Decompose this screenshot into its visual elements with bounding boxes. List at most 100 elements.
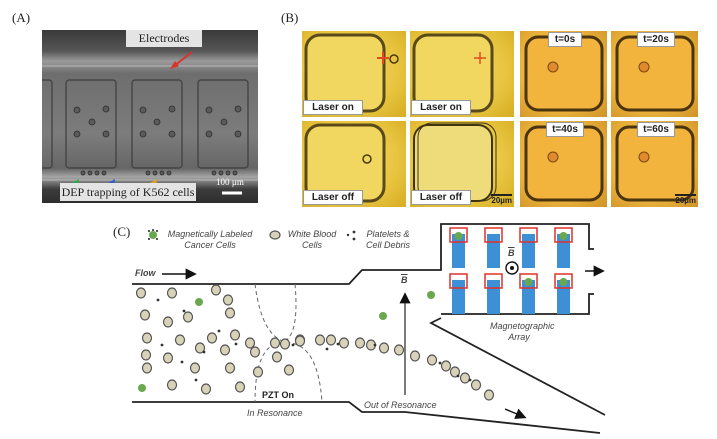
platelet [202,350,206,354]
b-field-label: B [401,275,408,285]
white-blood-cell [294,335,306,347]
white-blood-cell [252,366,264,378]
white-blood-cell [325,334,337,346]
flow-label: Flow [135,268,156,278]
white-blood-cell [269,337,281,349]
trap-site [449,227,468,243]
cancer-cell [138,384,146,392]
platelet [325,347,329,351]
waste-outlet-arrow [504,408,527,419]
panel-b-label: (B) [281,10,299,25]
white-blood-cell [229,329,241,341]
cancer-cell [379,312,387,320]
white-blood-cell [378,342,390,354]
platelet [234,342,238,346]
white-blood-cell [244,337,256,349]
platelet [182,309,186,313]
timelapse-tile-4: t=60s 20µm [611,121,698,207]
white-blood-cell [166,287,178,299]
laser-tile-3: Laser off [302,121,406,207]
platelet [438,361,442,365]
scale-bar-label: 100 µm [216,177,244,187]
platelet [336,342,340,346]
white-blood-cell [166,379,178,391]
platelet [194,378,198,382]
platelet [156,298,160,302]
trap-site [484,227,503,243]
white-blood-cell [393,344,405,356]
legend-platelets-label: Platelets & Cell Debris [365,229,410,250]
trapped-cancer-cell [559,232,568,240]
white-blood-cell [271,351,283,363]
white-blood-cell [234,381,246,393]
white-blood-cell [135,287,147,299]
trap-square [615,125,695,202]
cells-layer [135,284,495,401]
platelet [160,343,164,347]
white-blood-cell [141,362,153,374]
chamber-3 [197,79,249,169]
white-blood-cell [194,342,206,354]
legend-white-blood-cell-icon [269,230,281,240]
white-blood-cell [470,379,482,391]
white-blood-cell [182,311,194,323]
white-blood-cell [354,337,366,349]
white-blood-cell [206,332,218,344]
platelet [180,360,184,364]
white-blood-cell [219,344,231,356]
platelet [291,343,295,347]
white-blood-cell [483,389,495,401]
scale-bar-label: 20µm [491,194,512,205]
white-blood-cell [338,337,350,349]
b-field-out-of-plane-icon [505,261,519,275]
trap-site [554,273,573,289]
laser-tile-1: Laser on [302,31,406,117]
white-blood-cell [200,383,212,395]
laser-status-label: Laser on [303,100,363,115]
white-blood-cell [189,362,201,374]
white-blood-cell [140,349,152,361]
white-blood-cell [449,366,461,378]
trap-site [554,227,573,243]
dep-microscope-image: Electrodes DEP trapping of K562 cells 10… [42,30,258,203]
legend-cancer-cells-label: Magnetically Labeled Cancer Cells [167,229,253,250]
magnetic-pillar [452,280,465,314]
white-blood-cell [283,364,295,376]
dep-trapping-label: DEP trapping of K562 cells [60,183,196,201]
white-blood-cell [459,372,471,384]
white-blood-cell [139,309,151,321]
trap-square [413,122,497,202]
chamber-2 [131,79,183,169]
channel-walls [132,223,606,434]
laser-status-label: Laser off [411,190,471,205]
white-blood-cell [440,360,452,372]
magnetographic-pillars [449,227,573,314]
laser-tile-4: Laser off 20µm [410,121,514,207]
panel-c-label: (C) [113,224,131,239]
cancer-cell [195,298,203,306]
legend-white-blood-cells-label: White Blood Cells [287,229,337,250]
cancer-cell [427,291,435,299]
white-blood-cell [426,354,438,366]
white-blood-cell [224,307,236,319]
white-blood-cell [224,362,236,374]
laser-tile-2: Laser on [410,31,514,117]
time-label: t=0s [548,32,582,47]
panel-a-label: (A) [12,10,31,25]
white-blood-cell [314,334,326,346]
out-of-resonance-label: Out of Resonance [364,400,437,410]
b-field-array-label: B [508,248,515,258]
trapped-cancer-cell [524,278,533,286]
chamber-1 [65,79,117,169]
white-blood-cell [249,346,261,358]
legend-platelet-icon [346,230,356,241]
white-blood-cell [162,316,174,328]
trapped-cancer-cell [559,278,568,286]
magnetic-pillar [487,234,500,268]
platelet [468,378,472,382]
trap-site [484,273,503,289]
legend-cancer-cell-icon [148,229,158,240]
trap-site [449,273,468,289]
laser-status-label: Laser off [303,190,363,205]
